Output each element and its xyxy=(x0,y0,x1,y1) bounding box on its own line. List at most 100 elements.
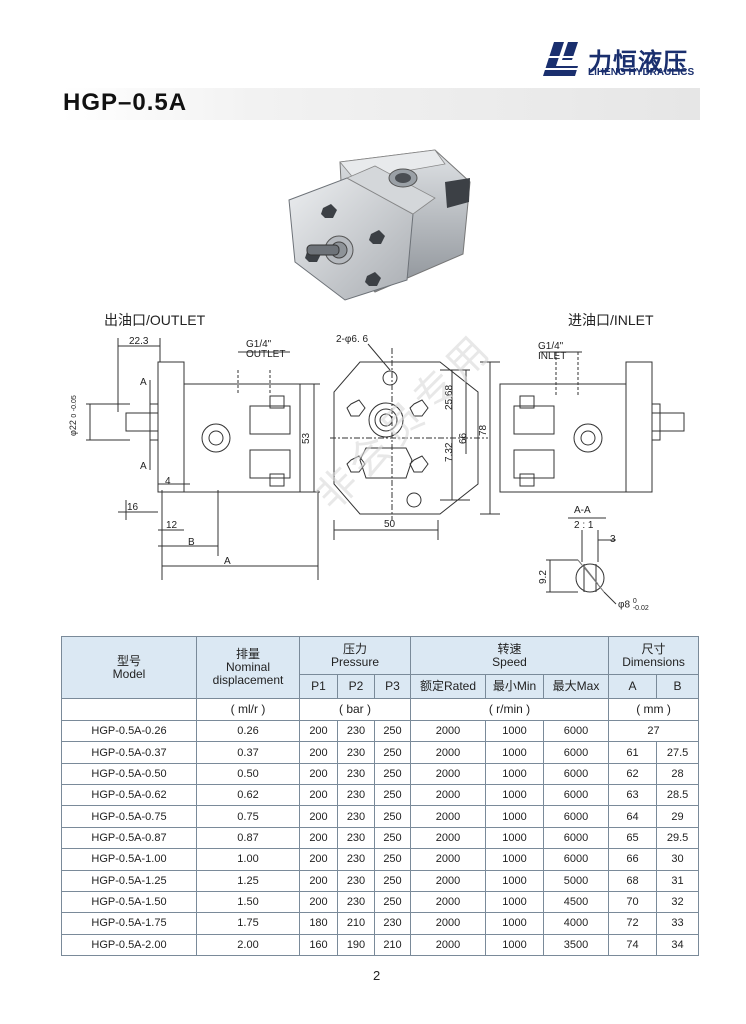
table-cell: 210 xyxy=(374,933,411,957)
inlet-port-note: G1/4" INLET xyxy=(538,342,566,362)
dim-66: 66 xyxy=(458,432,469,444)
table-cell: 3500 xyxy=(542,933,610,957)
table-cell: 2000 xyxy=(410,784,486,807)
header-p3: P3 xyxy=(374,674,411,699)
brand-logo: 力恒液压 LIHENG HYDRAULICS xyxy=(542,40,704,80)
table-cell: HGP-0.5A-0.50 xyxy=(61,762,197,786)
table-cell: 230 xyxy=(337,762,375,786)
table-cell: 27.5 xyxy=(656,741,700,764)
table-cell: 2.00 xyxy=(196,933,300,957)
table-cell: 1.00 xyxy=(196,848,300,871)
table-cell: 2000 xyxy=(410,869,486,892)
header-p2: P2 xyxy=(337,674,375,699)
dim-53: 53 xyxy=(301,432,312,444)
table-cell: 200 xyxy=(299,762,338,786)
table-cell: HGP-0.5A-0.62 xyxy=(61,784,197,807)
table-cell: 200 xyxy=(299,784,338,807)
unit-displacement: ( ml/r ) xyxy=(196,698,300,721)
dim-50: 50 xyxy=(384,519,396,530)
outlet-side-view xyxy=(86,338,320,580)
dim-9-2: 9.2 xyxy=(538,570,549,584)
table-cell: 230 xyxy=(337,784,375,807)
table-cell: 1000 xyxy=(485,912,544,935)
header-speed: 转速 Speed xyxy=(409,636,610,675)
section-title: A-A xyxy=(574,505,591,516)
page-title: HGP–0.5A xyxy=(63,89,188,116)
table-cell: 65 xyxy=(608,826,658,850)
table-cell: 33 xyxy=(656,912,700,935)
header-speed-cn: 转速 xyxy=(497,641,522,656)
dim-phi22-tol-top: 0 xyxy=(71,413,78,418)
table-cell: 29 xyxy=(656,805,700,828)
table-cell: 1.75 xyxy=(196,912,300,935)
table-cell: 2000 xyxy=(410,719,486,743)
table-cell: 2000 xyxy=(410,805,486,828)
table-cell: 230 xyxy=(337,826,375,850)
table-cell: 250 xyxy=(374,869,411,892)
table-cell: 1000 xyxy=(485,848,544,871)
header-displacement: 排量 Nominal displacement xyxy=(196,636,300,699)
table-cell: HGP-0.5A-1.75 xyxy=(61,912,197,935)
table-cell: 0.37 xyxy=(196,741,300,764)
table-cell: 200 xyxy=(299,826,338,850)
front-flange-view xyxy=(330,343,500,540)
header-model: 型号 Model xyxy=(61,636,197,699)
dim-16: 16 xyxy=(127,502,139,513)
table-cell: 200 xyxy=(299,848,338,871)
table-cell: 180 xyxy=(299,912,338,935)
table-cell: 230 xyxy=(337,869,375,892)
table-cell: 4000 xyxy=(542,912,610,935)
table-cell: 160 xyxy=(299,933,338,957)
header-b: B xyxy=(656,674,700,699)
table-cell: 1000 xyxy=(485,869,544,892)
dim-phi22-value: φ22 xyxy=(68,420,78,436)
inlet-side-view xyxy=(499,351,685,493)
table-cell: 6000 xyxy=(542,719,610,743)
header-a: A xyxy=(608,674,658,699)
outlet-port-note: G1/4" OUTLET xyxy=(246,340,285,360)
header-pressure-cn: 压力 xyxy=(342,641,367,656)
table-cell: 250 xyxy=(374,784,411,807)
table-cell: 28.5 xyxy=(656,784,700,807)
table-cell: 250 xyxy=(374,848,411,871)
table-cell: 2000 xyxy=(410,826,486,850)
table-cell: 2000 xyxy=(410,912,486,935)
table-cell: 6000 xyxy=(542,741,610,764)
outlet-label: 出油口/OUTLET xyxy=(104,312,206,328)
table-cell: 30 xyxy=(656,848,700,871)
table-cell: 68 xyxy=(608,869,658,892)
table-cell: HGP-0.5A-1.25 xyxy=(61,869,197,892)
dim-phi8-value: φ8 xyxy=(618,599,631,611)
table-cell: 1000 xyxy=(485,784,544,807)
table-cell: 200 xyxy=(299,869,338,892)
table-cell: 0.62 xyxy=(196,784,300,807)
dim-holes: 2-φ6. 6 xyxy=(336,334,369,345)
header-model-blank xyxy=(61,698,197,721)
header-p1: P1 xyxy=(299,674,338,699)
table-cell: 27 xyxy=(608,719,700,743)
table-cell: 2000 xyxy=(410,741,486,764)
table-cell: HGP-0.5A-0.37 xyxy=(61,741,197,764)
table-cell: 250 xyxy=(374,762,411,786)
header-dimensions: 尺寸 Dimensions xyxy=(608,636,700,675)
logo-chinese-name: 力恒液压 xyxy=(588,49,688,76)
table-cell: 250 xyxy=(374,719,411,743)
table-cell: 4500 xyxy=(542,890,610,914)
table-cell: HGP-0.5A-0.26 xyxy=(61,719,197,743)
table-cell: 28 xyxy=(656,762,700,786)
table-cell: 2000 xyxy=(410,848,486,871)
dim-phi8-tol-top: 0 xyxy=(632,598,637,605)
pump-photo xyxy=(288,149,471,301)
header-rated: 额定Rated xyxy=(410,674,486,699)
table-cell: 72 xyxy=(608,912,658,935)
table-cell: 0.50 xyxy=(196,762,300,786)
table-cell: 200 xyxy=(299,719,338,743)
dim-b: B xyxy=(188,537,195,548)
dim-3: 3 xyxy=(610,534,616,545)
header-model-en: Model xyxy=(112,666,146,681)
dim-22-3: 22.3 xyxy=(129,336,149,347)
